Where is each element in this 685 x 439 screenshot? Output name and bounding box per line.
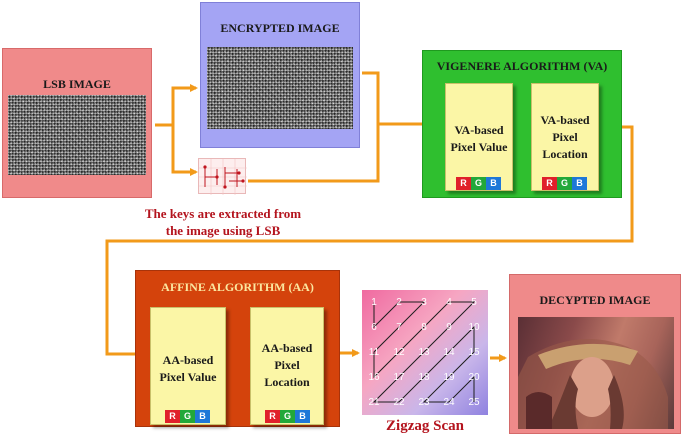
zigzag-cell: 22 xyxy=(393,397,405,408)
zigzag-cell: 8 xyxy=(421,322,427,333)
va-pixel-value-card: VA-based Pixel Value R G B xyxy=(445,83,513,191)
rgb-b: B xyxy=(295,410,310,423)
lsb-noise-image xyxy=(8,95,146,175)
rgb-r: R xyxy=(456,177,471,190)
zigzag-cell: 9 xyxy=(446,322,452,333)
zigzag-cell: 2 xyxy=(396,297,402,308)
aa-pixel-value-line2: Pixel Value xyxy=(159,370,217,384)
zigzag-cell: 20 xyxy=(468,372,480,383)
rgb-b: B xyxy=(195,410,210,423)
zigzag-cell: 15 xyxy=(468,347,480,358)
rgb-b: B xyxy=(486,177,501,190)
va-pixel-location-line3: Location xyxy=(542,147,588,161)
keys-caption-line2: the image using LSB xyxy=(165,223,281,238)
zigzag-cell: 23 xyxy=(418,397,430,408)
vigenere-panel: VIGENERE ALGORITHM (VA) VA-based Pixel V… xyxy=(422,50,622,198)
arrow-lsb-branch xyxy=(155,84,198,127)
arrow-va-to-aa xyxy=(105,125,634,358)
zigzag-cell: 6 xyxy=(371,322,377,333)
arrow-keys-to-va xyxy=(248,124,380,183)
rgb-g: G xyxy=(280,410,295,423)
zigzag-cell: 3 xyxy=(421,297,427,308)
keys-grid-graphic xyxy=(199,159,247,195)
zigzag-cell: 18 xyxy=(418,372,430,383)
rgb-r: R xyxy=(265,410,280,423)
keys-caption-line1: The keys are extracted from xyxy=(144,206,302,221)
keys-grid-icon xyxy=(198,158,247,195)
keys-caption: The keys are extracted from the image us… xyxy=(128,205,318,239)
aa-pixel-location-line3: Location xyxy=(264,375,310,389)
lsb-image-panel: LSB IMAGE xyxy=(2,48,152,198)
va-pixel-location-card: VA-based Pixel Location R G B xyxy=(531,83,599,191)
zigzag-cell: 10 xyxy=(468,322,480,333)
affine-title: AFFINE ALGORITHM (AA) xyxy=(161,280,314,294)
zigzag-cell: 11 xyxy=(368,347,380,358)
rgb-r: R xyxy=(165,410,180,423)
encrypted-image-title: ENCRYPTED IMAGE xyxy=(220,21,340,35)
aa-pixel-value-card: AA-based Pixel Value R G B xyxy=(150,307,226,425)
va-pixel-location-rgb: R G B xyxy=(542,177,587,190)
decrypted-image-panel: DECYPTED IMAGE xyxy=(509,274,681,434)
va-pixel-value-line2: Pixel Value xyxy=(450,140,508,154)
decrypted-photo xyxy=(518,317,674,429)
va-pixel-location-line1: VA-based xyxy=(540,113,590,127)
decrypted-photo-graphic xyxy=(518,339,668,429)
zigzag-path xyxy=(372,301,476,403)
zigzag-caption: Zigzag Scan xyxy=(386,418,464,434)
aa-pixel-location-line2: Pixel xyxy=(274,358,300,372)
arrow-lsb-to-keys xyxy=(171,125,198,176)
zigzag-cell: 1 xyxy=(371,297,377,308)
rgb-g: G xyxy=(557,177,572,190)
encrypted-noise-image xyxy=(207,47,353,129)
va-pixel-value-line1: VA-based xyxy=(454,123,504,137)
zigzag-cell: 25 xyxy=(468,397,480,408)
zigzag-cell: 24 xyxy=(443,397,455,408)
zigzag-cell: 12 xyxy=(393,347,405,358)
va-pixel-value-rgb: R G B xyxy=(456,177,501,190)
zigzag-cell: 13 xyxy=(418,347,430,358)
aa-pixel-location-rgb: R G B xyxy=(265,410,310,423)
zigzag-cell: 21 xyxy=(368,397,380,408)
zigzag-cell: 7 xyxy=(396,322,402,333)
rgb-b: B xyxy=(572,177,587,190)
zigzag-cell: 17 xyxy=(393,372,405,383)
zigzag-cell: 16 xyxy=(368,372,380,383)
aa-pixel-location-line1: AA-based xyxy=(261,341,313,355)
lsb-image-title: LSB IMAGE xyxy=(43,77,111,91)
aa-pixel-value-line1: AA-based xyxy=(162,353,214,367)
zigzag-cell: 5 xyxy=(471,297,477,308)
rgb-r: R xyxy=(542,177,557,190)
zigzag-cell: 4 xyxy=(446,297,452,308)
affine-panel: AFFINE ALGORITHM (AA) AA-based Pixel Val… xyxy=(135,270,340,427)
aa-pixel-location-card: AA-based Pixel Location R G B xyxy=(250,307,324,425)
zigzag-cell: 14 xyxy=(443,347,455,358)
rgb-g: G xyxy=(471,177,486,190)
zigzag-cell: 19 xyxy=(443,372,455,383)
aa-pixel-value-rgb: R G B xyxy=(165,410,210,423)
rgb-g: G xyxy=(180,410,195,423)
encrypted-image-panel: ENCRYPTED IMAGE xyxy=(200,2,360,148)
decrypted-image-title: DECYPTED IMAGE xyxy=(539,293,651,307)
arrow-encrypted-to-va xyxy=(362,71,442,128)
vigenere-title: VIGENERE ALGORITHM (VA) xyxy=(436,59,608,73)
va-pixel-location-line2: Pixel xyxy=(552,130,578,144)
